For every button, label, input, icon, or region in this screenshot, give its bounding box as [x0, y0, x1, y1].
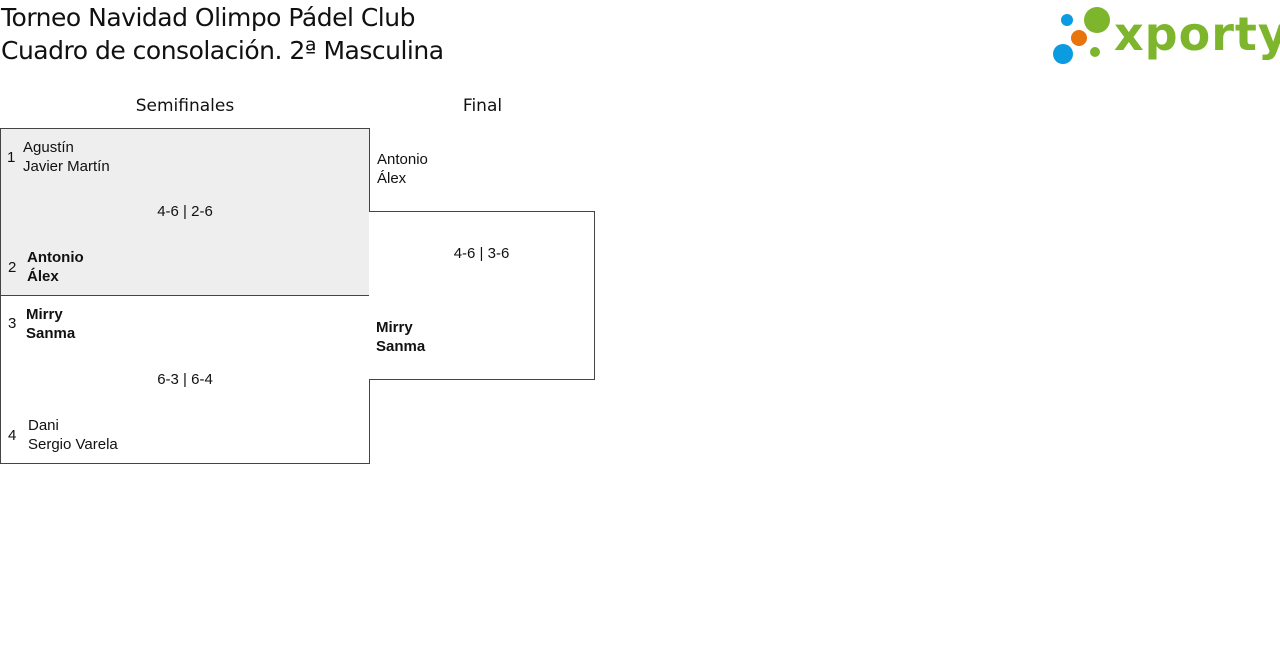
match-final[interactable]: 4-6 | 3-6 Mirry Sanma — [369, 211, 595, 380]
player-name: Álex — [27, 268, 59, 285]
player-name: Javier Martín — [23, 158, 110, 175]
player-name: Sanma — [26, 325, 76, 342]
player-name: Sergio Varela — [28, 436, 118, 453]
tournament-title: Torneo Navidad Olimpo Pádel Club — [1, 3, 415, 32]
match-score: 4-6 | 2-6 — [157, 203, 213, 220]
match-score: 6-3 | 6-4 — [157, 371, 213, 388]
team-mirry-sanma-winner[interactable]: Mirry Sanma — [26, 305, 75, 343]
bracket-subtitle: Cuadro de consolación. 2ª Masculina — [1, 36, 444, 65]
player-name: Antonio — [27, 249, 84, 266]
seed-number: 3 — [8, 315, 17, 332]
seed-number: 1 — [7, 149, 16, 166]
final-team-mirry-sanma-winner[interactable]: Mirry Sanma — [376, 318, 425, 356]
player-name: Antonio — [377, 151, 428, 168]
seed-number: 2 — [8, 259, 17, 276]
match-semifinal-1[interactable]: 1 Agustín Javier Martín 4-6 | 2-6 2 Anto… — [0, 128, 370, 296]
player-name: Álex — [377, 170, 407, 187]
player-name: Mirry — [376, 319, 413, 336]
player-name: Sanma — [376, 338, 426, 355]
xporty-logo-dots-icon — [1053, 7, 1110, 64]
team-antonio-alex-winner[interactable]: Antonio Álex — [27, 248, 84, 286]
final-team-antonio-alex[interactable]: Antonio Álex — [377, 150, 428, 188]
round-label-final: Final — [462, 96, 503, 116]
player-name: Agustín — [23, 139, 74, 156]
team-dani-sergio[interactable]: Dani Sergio Varela — [28, 416, 118, 454]
team-agustin-javier[interactable]: Agustín Javier Martín — [23, 138, 110, 176]
player-name: Dani — [28, 417, 59, 434]
match-score: 4-6 | 3-6 — [453, 245, 510, 262]
round-label-semifinals: Semifinales — [135, 96, 235, 116]
match-semifinal-2[interactable]: 3 Mirry Sanma 6-3 | 6-4 4 Dani Sergio Va… — [0, 295, 370, 464]
seed-number: 4 — [8, 427, 17, 444]
xporty-logo-text: xporty — [1114, 7, 1280, 61]
xporty-logo[interactable]: xporty — [1050, 4, 1280, 66]
player-name: Mirry — [26, 306, 63, 323]
